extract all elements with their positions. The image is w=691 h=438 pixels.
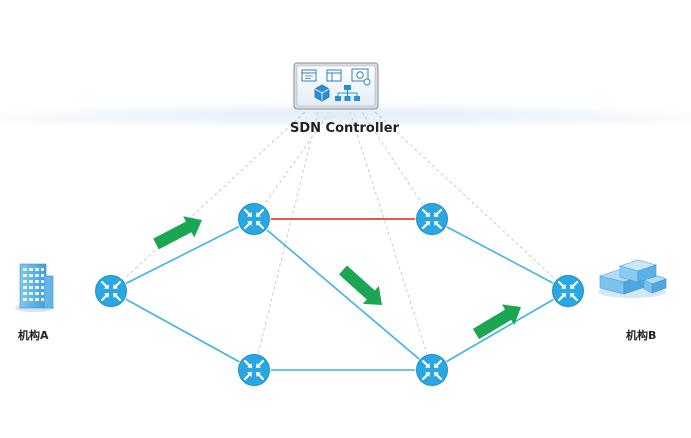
router-icon xyxy=(237,202,271,236)
flow-arrow-icon xyxy=(153,216,202,250)
sdn-controller-icon xyxy=(293,62,379,119)
dashboard-widget-icon xyxy=(301,69,317,82)
control-link xyxy=(374,111,569,292)
control-links xyxy=(110,111,569,371)
router-icon xyxy=(415,353,449,387)
network-link xyxy=(110,218,255,292)
datacenter-building-icon xyxy=(598,259,667,298)
monitor-settings-icon xyxy=(351,68,371,86)
org-b-label: 机构B xyxy=(626,329,657,342)
network-link xyxy=(431,218,569,292)
data-links xyxy=(110,218,569,371)
network-link xyxy=(253,218,433,371)
router-icon xyxy=(551,274,585,308)
control-link xyxy=(349,111,433,371)
control-link xyxy=(110,111,306,292)
control-link xyxy=(253,111,319,371)
router-icon xyxy=(237,353,271,387)
network-link xyxy=(431,290,569,371)
sdn-controller-label: SDN Controller xyxy=(290,121,399,136)
flow-arrow-icon xyxy=(472,304,521,340)
flow-arrows xyxy=(153,216,521,340)
layout-window-icon xyxy=(326,69,342,82)
office-building-icon xyxy=(15,263,55,312)
routers xyxy=(94,202,585,387)
router-icon xyxy=(94,274,128,308)
flow-arrow-icon xyxy=(338,265,382,305)
hierarchy-icon xyxy=(335,85,360,101)
control-link xyxy=(253,111,331,220)
router-icon xyxy=(415,202,449,236)
cube-storage-icon xyxy=(314,84,330,102)
org-a-label: 机构A xyxy=(18,329,49,342)
sky-horizon xyxy=(0,0,691,128)
network-link xyxy=(110,290,255,371)
